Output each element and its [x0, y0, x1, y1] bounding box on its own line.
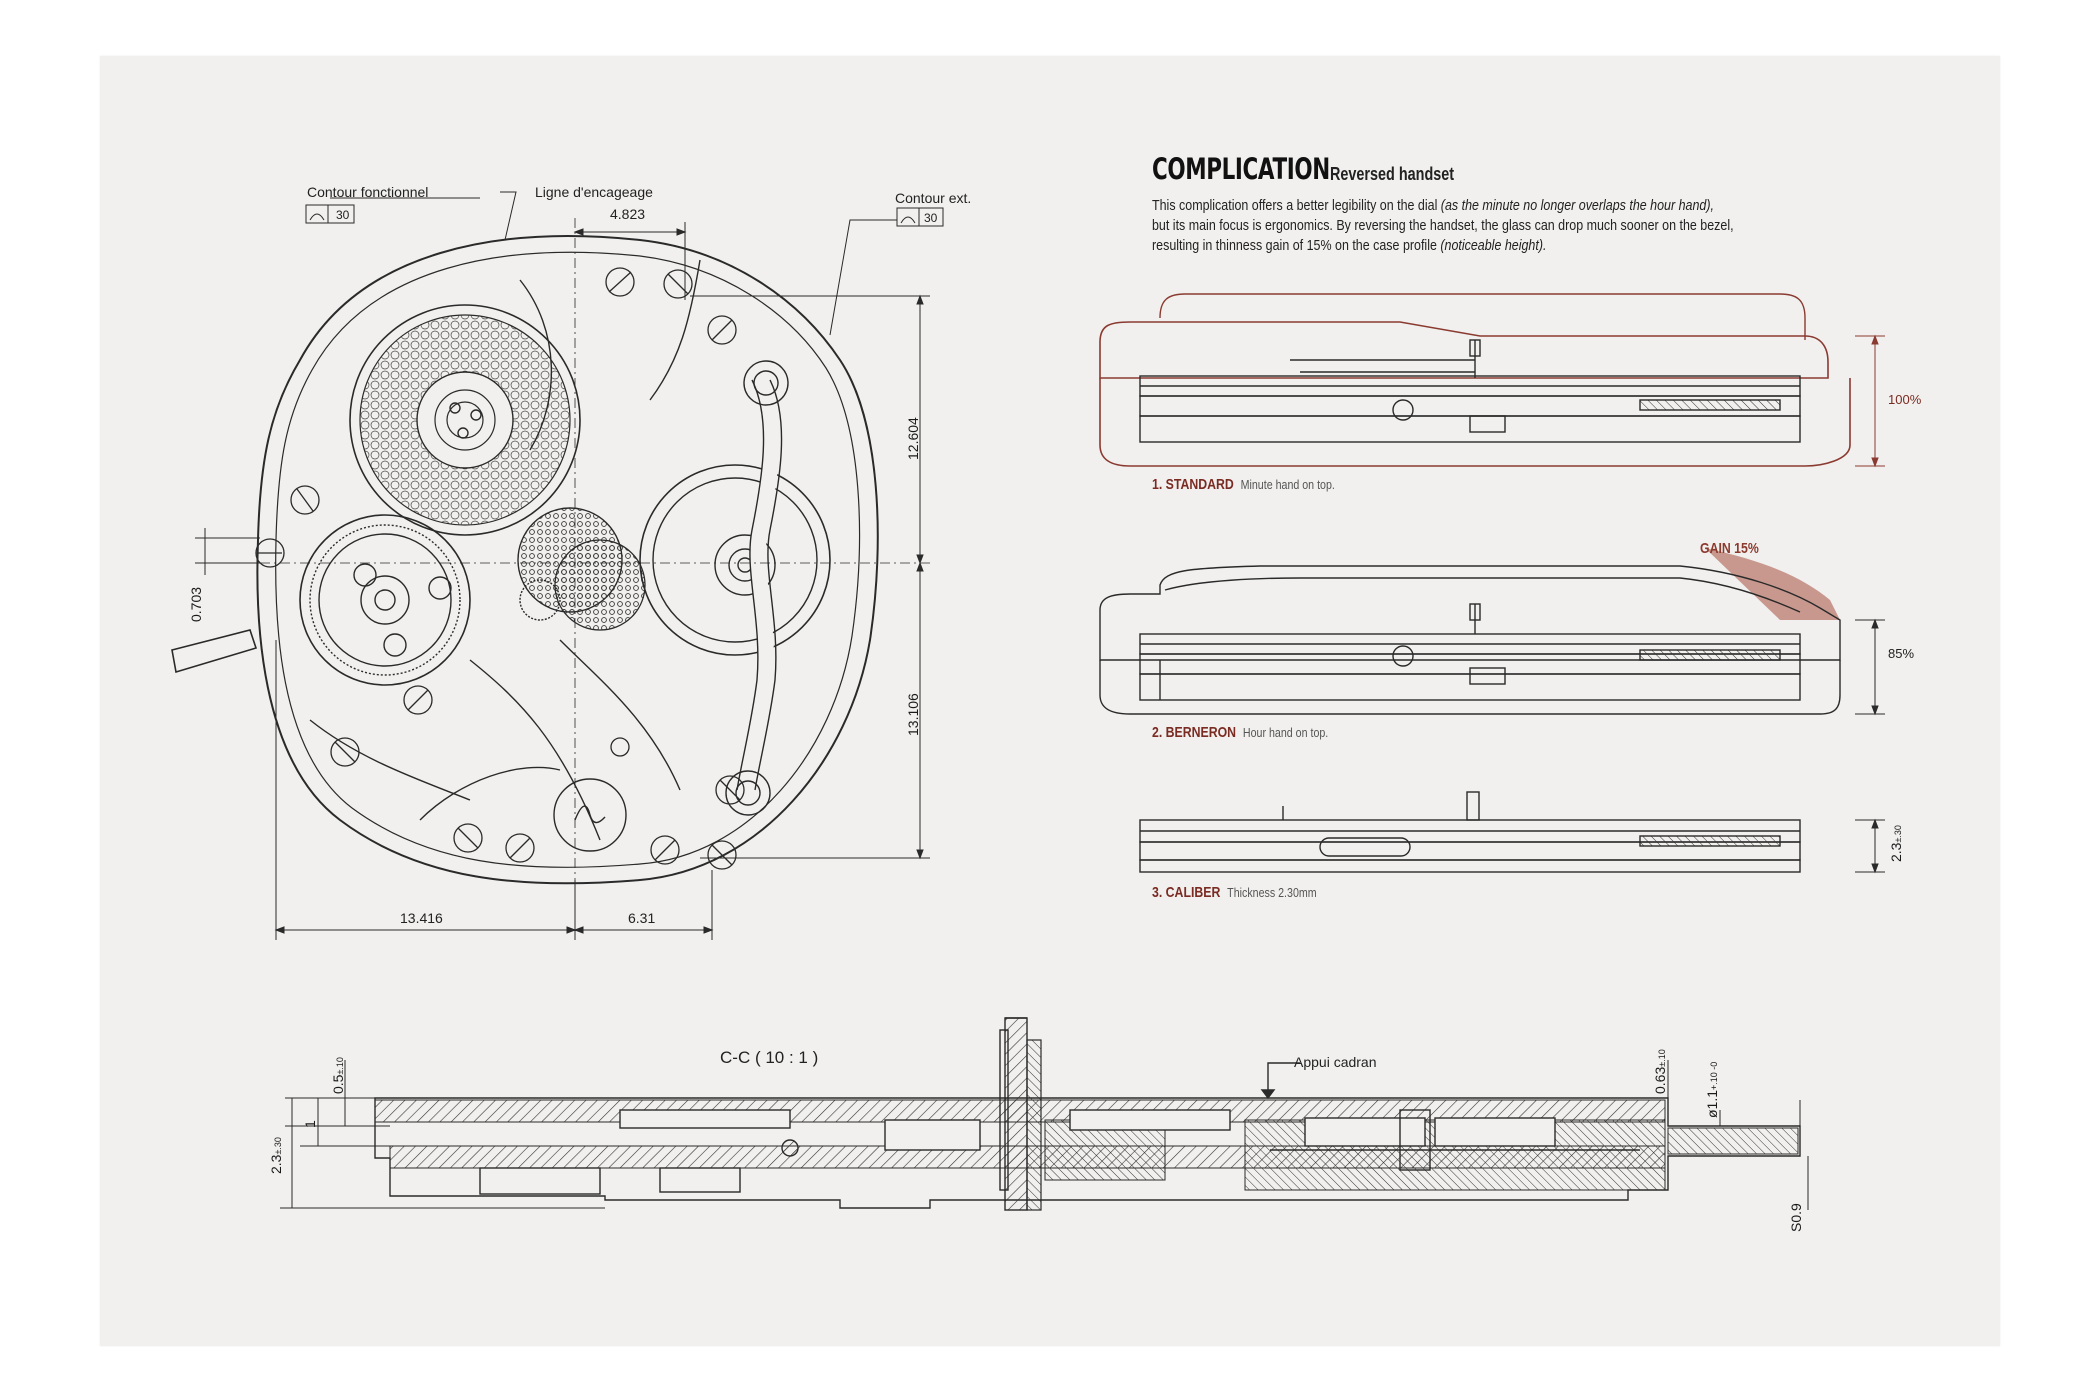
- berneron-height-dim: [1855, 618, 1885, 716]
- dim-05-value: 0.5: [330, 1074, 346, 1094]
- plan-dimensions: [195, 191, 944, 940]
- dim-12604: 12.604: [905, 417, 921, 460]
- contour-ext-label: Contour ext.: [895, 190, 972, 206]
- profile-caliber-label: 3. CALIBER Thickness 2.30mm: [1152, 884, 1317, 901]
- dim-063-value: 0.63: [1652, 1066, 1668, 1094]
- description-line-2: but its main focus is ergonomics. By rev…: [1152, 218, 1734, 234]
- dim-11-tolerance: +.10 -0: [1709, 1061, 1719, 1090]
- gain-label: GAIN 15%: [1700, 540, 1759, 557]
- caliber-dimension-tolerance: ±.30: [1893, 825, 1903, 843]
- profile-berneron-number: 2. BERNERON: [1152, 724, 1237, 741]
- description-line-1: This complication offers a better legibi…: [1152, 198, 1441, 214]
- profile-standard-number: 1. STANDARD: [1152, 476, 1234, 493]
- caliber-dimension: 2.3±.30: [1888, 825, 1904, 862]
- profile-berneron-note: Hour hand on top.: [1242, 725, 1329, 740]
- caliber-height-dim: [1855, 818, 1885, 874]
- section-dimensions: [280, 1060, 1809, 1210]
- standard-height-dim: [1855, 334, 1885, 468]
- profile-caliber-number: 3. CALIBER: [1152, 884, 1221, 901]
- dim-13416: 13.416: [400, 910, 443, 926]
- dim-23: 2.3±.30: [268, 1137, 284, 1174]
- dim-05: 0.5±.10: [330, 1057, 346, 1094]
- standard-percent: 100%: [1888, 392, 1922, 407]
- dim-s09: S0.9: [1788, 1203, 1804, 1232]
- dim-631: 6.31: [628, 910, 656, 926]
- description-line-1-italic: (as the minute no longer overlaps the ho…: [1440, 198, 1714, 214]
- page-title: COMPLICATION: [1152, 152, 1330, 186]
- dim-05-tolerance: ±.10: [335, 1057, 345, 1075]
- profile-berneron-label: 2. BERNERON Hour hand on top.: [1152, 724, 1328, 741]
- ligne-encageage-label: Ligne d'encageage: [535, 184, 653, 200]
- profile-caliber-note: Thickness 2.30mm: [1227, 885, 1317, 900]
- dim-23-value: 2.3: [268, 1154, 284, 1174]
- movement-plan-view: [171, 218, 930, 930]
- dim-11-value: ø1.1: [1704, 1089, 1720, 1118]
- dim-1: 1: [302, 1120, 318, 1128]
- appui-cadran-label: Appui cadran: [1294, 1054, 1377, 1070]
- profile-standard-note: Minute hand on top.: [1240, 477, 1335, 492]
- contour-fonctionnel-value: 30: [336, 208, 350, 222]
- caliber-dimension-value: 2.3: [1888, 842, 1904, 862]
- page-subtitle: Reversed handset: [1330, 164, 1455, 184]
- description-line-3-italic: (noticeable height).: [1440, 238, 1547, 254]
- berneron-percent: 85%: [1888, 646, 1915, 661]
- profile-berneron: [1099, 548, 1841, 715]
- dim-4823: 4.823: [610, 206, 646, 222]
- profile-standard-label: 1. STANDARD Minute hand on top.: [1152, 476, 1335, 493]
- dim-063-tolerance: ±.10: [1657, 1049, 1667, 1067]
- dim-0703: 0.703: [188, 586, 204, 622]
- contour-ext-value: 30: [924, 211, 938, 225]
- dim-13106: 13.106: [905, 693, 921, 736]
- description: This complication offers a better legibi…: [1152, 196, 1917, 256]
- profile-caliber: [1139, 791, 1801, 873]
- description-line-3: resulting in thinness gain of 15% on the…: [1152, 238, 1441, 254]
- dim-11: ø1.1+.10 -0: [1704, 1062, 1720, 1118]
- section-view: [374, 1017, 1801, 1211]
- profile-standard: [1099, 293, 1851, 467]
- contour-fonctionnel-label: Contour fonctionnel: [307, 184, 429, 200]
- section-title: C-C ( 10 : 1 ): [720, 1048, 819, 1067]
- dim-23-tolerance: ±.30: [273, 1137, 283, 1155]
- dim-063: 0.63±.10: [1652, 1049, 1668, 1094]
